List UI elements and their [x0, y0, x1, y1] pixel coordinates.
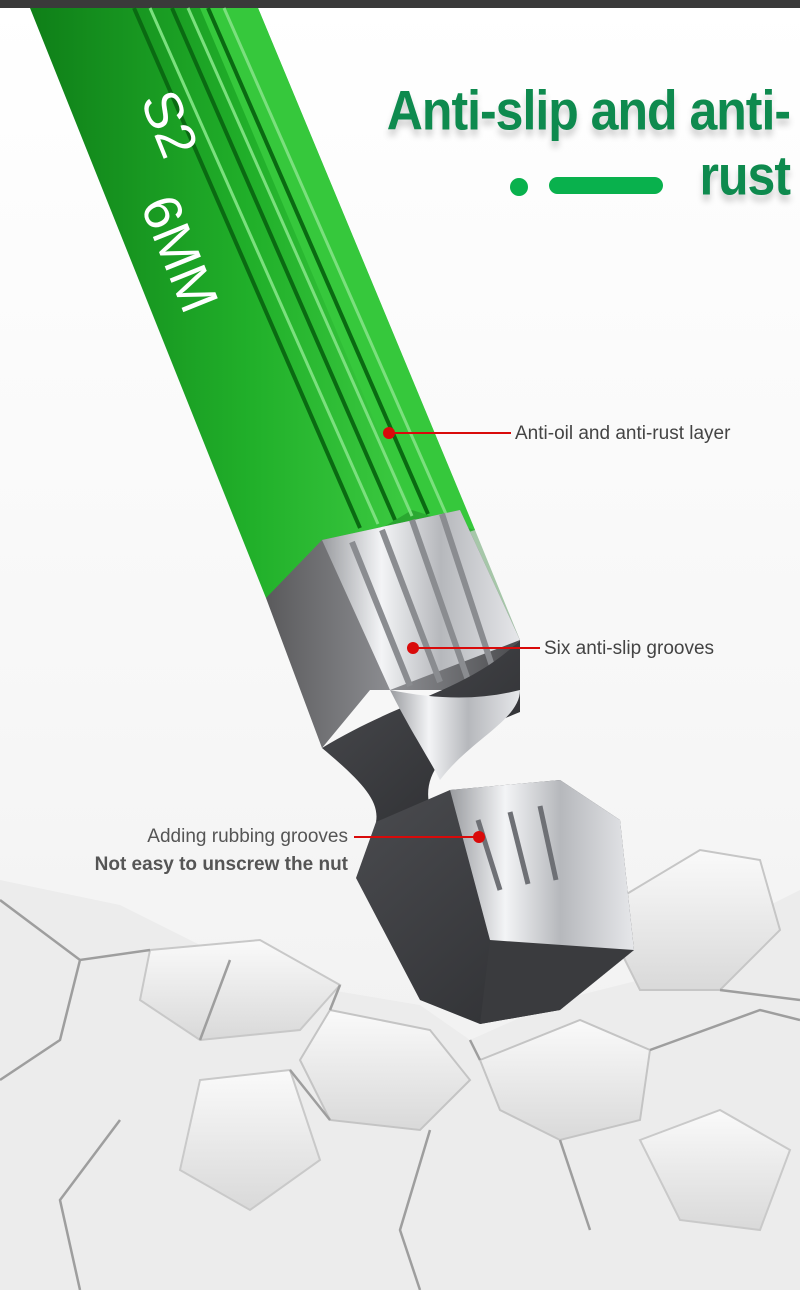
callout-slip-grooves — [407, 642, 540, 654]
title-decoration-bar — [549, 177, 663, 194]
callout-label-unscrew-note: Not easy to unscrew the nut — [94, 854, 348, 875]
callout-label-slip-grooves: Six anti-slip grooves — [544, 638, 715, 659]
ball-waist — [322, 640, 520, 822]
callout-label-rubbing-grooves: Adding rubbing grooves — [147, 826, 348, 847]
callout-label-oil-layer: Anti-oil and anti-rust layer — [515, 423, 731, 444]
callout-oil-layer — [383, 427, 511, 439]
page-title: Anti-slip and anti-rust — [386, 79, 791, 207]
title-decoration-dot — [510, 178, 528, 196]
cracked-ground — [0, 848, 800, 1290]
top-border-strip — [0, 0, 800, 8]
ball-head — [356, 780, 634, 1024]
callout-rubbing-grooves — [354, 831, 485, 843]
